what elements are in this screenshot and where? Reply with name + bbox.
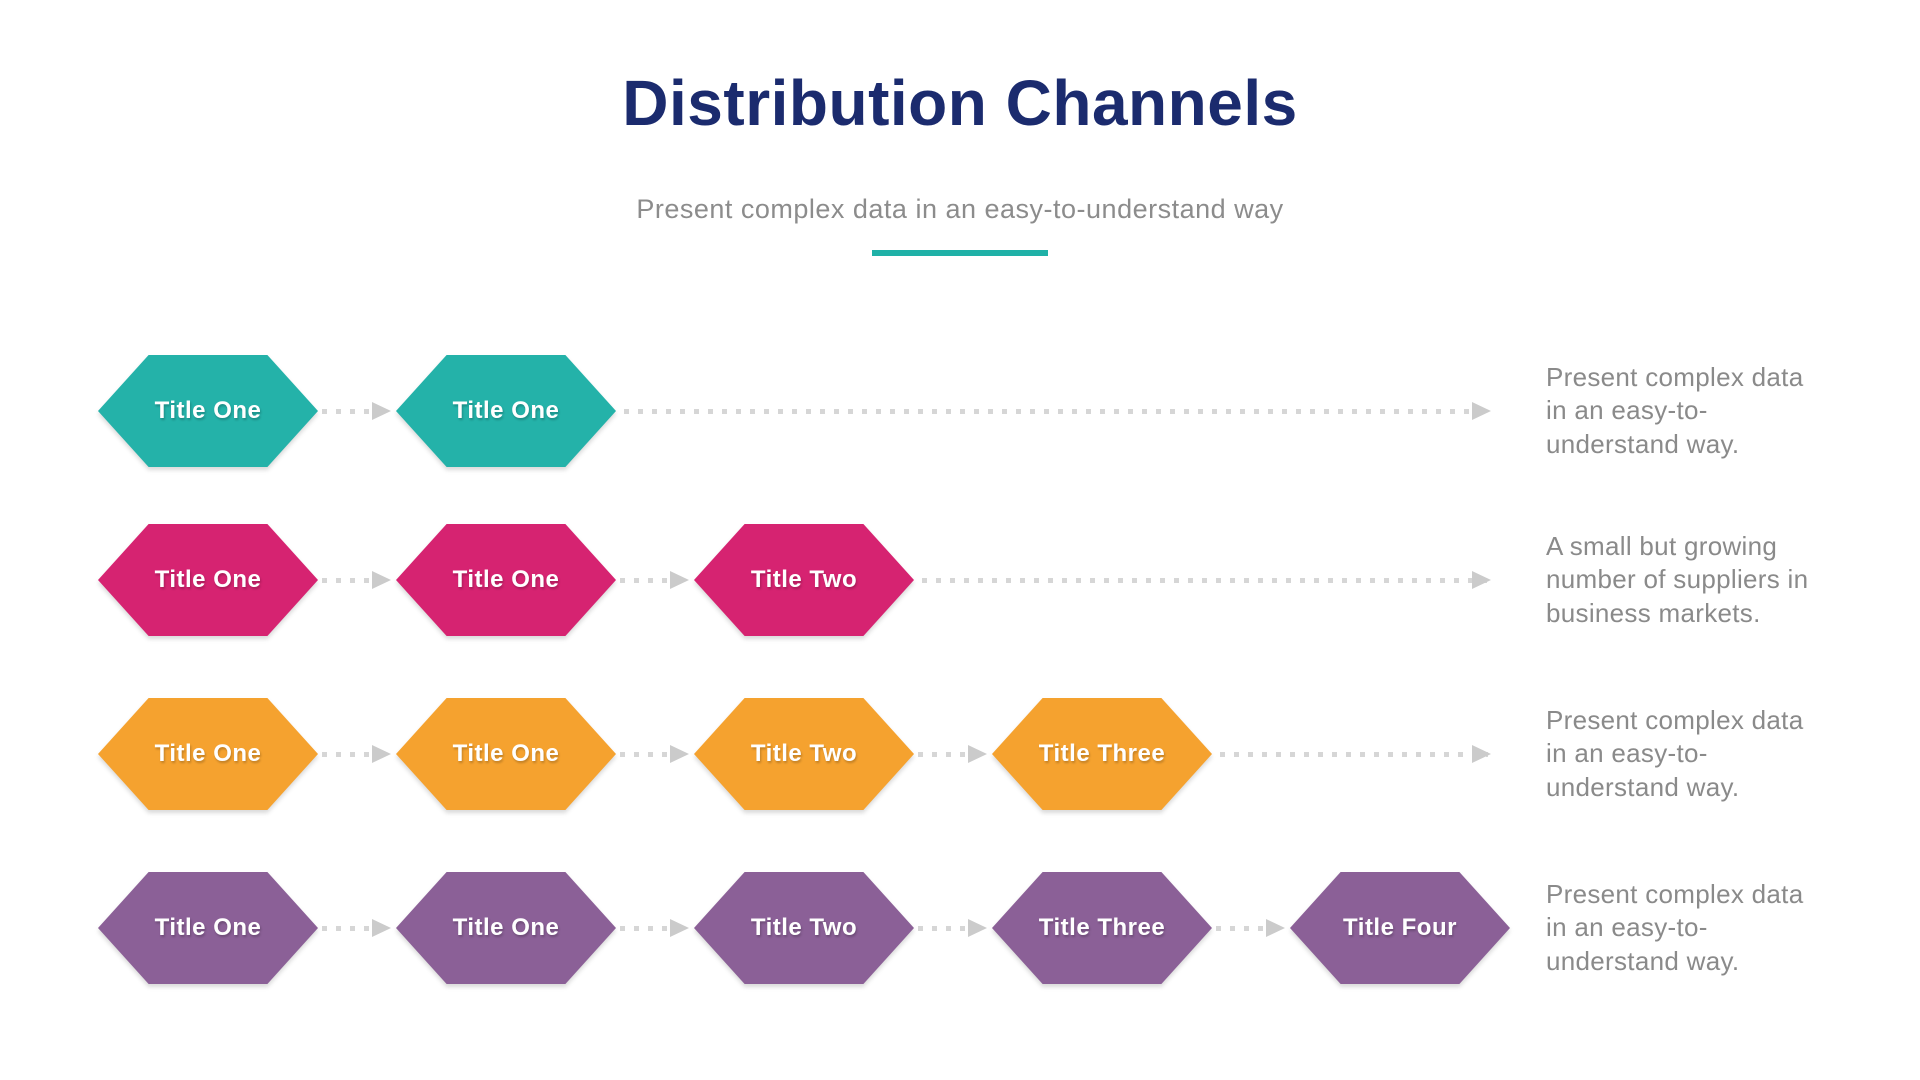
- hexagon-shape: Title Four: [1290, 872, 1510, 984]
- hexagon-step: Title Two: [694, 524, 914, 636]
- page-subtitle: Present complex data in an easy-to-under…: [636, 194, 1284, 224]
- page-title: Distribution Channels: [622, 67, 1298, 139]
- hexagon-step-label: Title Two: [750, 914, 858, 941]
- dotted-arrow-connector: [1216, 919, 1285, 937]
- hexagon-step: Title One: [396, 698, 616, 810]
- hexagon-step-label: Title One: [154, 566, 262, 593]
- hexagon-shape: Title One: [98, 524, 318, 636]
- channel-row-1: Title One Title One Present complex data…: [0, 355, 1920, 467]
- hexagon-shape: Title Two: [694, 524, 914, 636]
- hexagon-step: Title One: [98, 698, 318, 810]
- hexagon-shape: Title Three: [992, 698, 1212, 810]
- hexagon-step-label: Title Two: [750, 740, 858, 767]
- hexagon-shape: Title Three: [992, 872, 1212, 984]
- hexagon-step-label: Title One: [154, 914, 262, 941]
- hexagon-step-label: Title One: [452, 914, 560, 941]
- channel-row-2: Title One Title One Title Two A small bu…: [0, 524, 1920, 636]
- trailing-dotted-arrow: [1220, 745, 1491, 763]
- hexagon-step-label: Title Three: [1038, 914, 1166, 941]
- dotted-arrow-connector: [322, 402, 391, 420]
- hexagon-shape: Title One: [396, 524, 616, 636]
- hexagon-shape: Title One: [98, 698, 318, 810]
- row-description: Present complex data in an easy-to- unde…: [1546, 362, 1804, 459]
- hexagon-step: Title One: [396, 355, 616, 467]
- hexagon-shape: Title Two: [694, 698, 914, 810]
- hexagon-shape: Title Two: [694, 872, 914, 984]
- hexagon-step-label: Title One: [154, 740, 262, 767]
- row-description: Present complex data in an easy-to- unde…: [1546, 705, 1804, 802]
- hexagon-shape: Title One: [396, 355, 616, 467]
- hexagon-step-label: Title Two: [750, 566, 858, 593]
- hexagon-step: Title One: [98, 524, 318, 636]
- dotted-arrow-connector: [620, 919, 689, 937]
- dotted-arrow-connector: [620, 571, 689, 589]
- hexagon-step-label: Title Three: [1038, 740, 1166, 767]
- hexagon-step: Title One: [98, 872, 318, 984]
- hexagon-shape: Title One: [98, 355, 318, 467]
- hexagon-step-label: Title One: [452, 566, 560, 593]
- title-divider: [872, 250, 1048, 256]
- hexagon-step-label: Title One: [154, 397, 262, 424]
- dotted-arrow-connector: [322, 571, 391, 589]
- hexagon-step: Title Three: [992, 872, 1212, 984]
- hexagon-step: Title Four: [1290, 872, 1510, 984]
- hexagon-shape: Title One: [98, 872, 318, 984]
- dotted-arrow-connector: [620, 745, 689, 763]
- dotted-arrow-connector: [322, 745, 391, 763]
- hexagon-step: Title Two: [694, 698, 914, 810]
- hexagon-step-label: Title One: [452, 740, 560, 767]
- channel-row-3: Title One Title One Title Two Title Thre…: [0, 698, 1920, 810]
- trailing-dotted-arrow: [922, 571, 1491, 589]
- row-description: Present complex data in an easy-to- unde…: [1546, 879, 1804, 976]
- dotted-arrow-connector: [918, 919, 987, 937]
- hexagon-step-label: Title Four: [1343, 914, 1457, 941]
- hexagon-step: Title One: [98, 355, 318, 467]
- hexagon-step-label: Title One: [452, 397, 560, 424]
- channel-row-4: Title One Title One Title Two Title Thre…: [0, 872, 1920, 984]
- hexagon-step: Title Three: [992, 698, 1212, 810]
- hexagon-shape: Title One: [396, 698, 616, 810]
- row-description: A small but growing number of suppliers …: [1546, 531, 1809, 628]
- dotted-arrow-connector: [918, 745, 987, 763]
- trailing-dotted-arrow: [624, 402, 1491, 420]
- hexagon-shape: Title One: [396, 872, 616, 984]
- hexagon-step: Title Two: [694, 872, 914, 984]
- hexagon-step: Title One: [396, 872, 616, 984]
- hexagon-step: Title One: [396, 524, 616, 636]
- dotted-arrow-connector: [322, 919, 391, 937]
